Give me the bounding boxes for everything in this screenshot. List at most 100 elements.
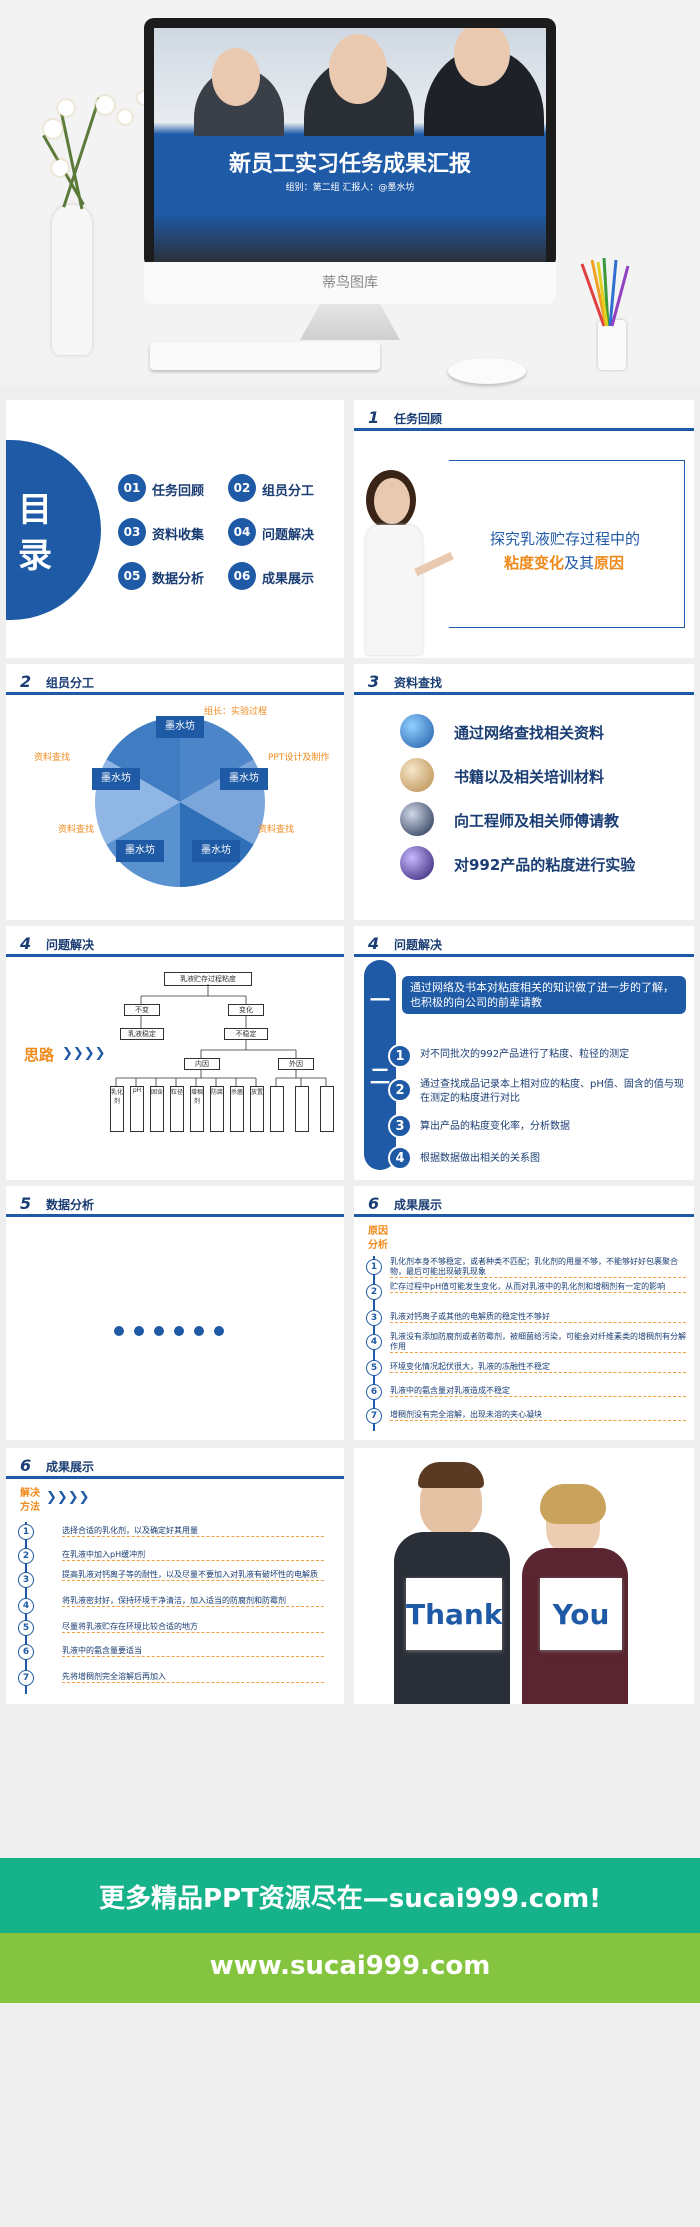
slide-title: 资料查找 [394,676,443,690]
cause-item: 增稠剂没有完全溶解，出现未溶的夹心凝块 [390,1410,686,1421]
title-rule [6,692,344,695]
solution-item: 将乳液密封好，保持环境干净清洁，加入适当的防腐剂和防霉剂 [62,1596,324,1607]
toc-num-badge: 03 [118,518,146,546]
promo-text: 更多精品PPT资源尽在—sucai999.com! [98,1884,602,1914]
step-major-label: 二 [370,1064,390,1088]
promo-url[interactable]: www.sucai999.com [209,1951,491,1981]
role-label: 资料查找 [34,753,71,763]
toc-item-label: 任务回顾 [152,484,205,499]
solution-item: 先将增稠剂完全溶解后再加入 [62,1672,324,1683]
slide-thank-you: Thank You [354,1448,694,1704]
list-number: 3 [366,1310,382,1326]
slide-team-roles: 2 组员分工 墨水坊 墨水坊 墨水坊 墨水坊 墨水坊 组长：实验过程 PPT设计… [6,664,344,920]
step-number: 4 [388,1146,412,1170]
engineer-icon [400,802,434,836]
list-number: 5 [18,1620,34,1636]
cause-item: 乳液对钙离子或其他的电解质的稳定性不够好 [390,1312,686,1323]
step-number: 2 [388,1078,412,1102]
tree-node: 内因 [184,1058,220,1070]
monitor-stand [300,304,400,340]
task-line1: 探究乳液贮存过程中的 [490,530,641,548]
you-word: You [552,1598,610,1631]
slide-number: 6 [368,1194,380,1213]
slide-title: 问题解决 [394,938,443,952]
slide-title: 成果展示 [394,1198,443,1212]
list-number: 2 [366,1284,382,1300]
slide-title: 组员分工 [46,676,95,690]
flower-icon [58,100,74,116]
toc-item-label: 成果展示 [262,572,315,587]
promo-banner-bottom[interactable] [0,1933,700,2003]
monitor-brand: 蒂鸟图库 [322,275,378,291]
toc-item-label: 资料收集 [152,528,205,543]
person-photo [212,48,260,106]
pie-slice [106,717,180,802]
section-tag: 分析 [368,1240,388,1251]
list-number: 7 [18,1670,34,1686]
list-number: 6 [18,1644,34,1660]
member-box: 墨水坊 [116,840,164,862]
member-box: 墨水坊 [220,768,268,790]
title-rule [354,692,694,695]
slide-data-analysis: 5 数据分析 [6,1186,344,1440]
list-number: 5 [366,1360,382,1376]
slide-title: 成果展示 [46,1460,95,1474]
slide-number: 3 [368,672,380,691]
internet-icon [400,714,434,748]
slide-problem-tree: 4 问题解决 思路 ❯❯❯❯ 乳液贮存过程粘度 不变 变化 乳液稳定 不稳定 内… [6,926,344,1180]
books-icon [400,758,434,792]
cause-item: 乳液没有添加防腐剂或者防霉剂，被细菌给污染，可能会对纤维素类的增稠剂有分解作用 [390,1332,686,1353]
list-number: 4 [366,1334,382,1350]
thank-sign [406,1578,502,1650]
role-pie-chart [95,717,265,887]
flower-icon [96,96,114,114]
chevrons-icon: ❯❯❯❯ [62,1046,106,1061]
woman-hair [540,1484,606,1524]
slide-solutions: 6 成果展示 解决 方法 ❯❯❯❯ 1 选择合适的乳化剂，以及确定好其用量 2 … [6,1448,344,1704]
tree-leaf [270,1086,284,1132]
tree-leaf: 固含 [150,1086,164,1132]
monitor-screen: 新员工实习任务成果汇报 组别：第二组 汇报人：@墨水坊 [154,28,546,264]
step-text: 通过查找成品记录本上相对应的粘度、pH值、固含的值与现在测定的粘度进行对比 [420,1079,684,1104]
member-box: 墨水坊 [92,768,140,790]
promo-banner-top[interactable] [0,1858,700,1933]
toc-item-label: 数据分析 [152,572,205,587]
vase-image [52,205,92,355]
step-text: 根据数据做出相关的关系图 [420,1153,540,1164]
list-number: 1 [366,1259,382,1275]
toc-num-badge: 04 [228,518,256,546]
monitor-chin [144,262,556,304]
task-line2: 粘度变化及其原因 [504,552,624,573]
tree-node: 不变 [124,1004,160,1016]
task-connector: 及其 [564,554,595,572]
man-hair [418,1462,484,1488]
tree-node: 变化 [228,1004,264,1016]
keyboard-image [150,342,380,370]
toc-num-badge: 02 [228,474,256,502]
title-rule [6,954,344,957]
step-text: 算出产品的粘度变化率，分析数据 [420,1121,570,1132]
loading-dot [154,1326,164,1336]
tree-node: 不稳定 [224,1028,268,1040]
flower-icon [52,160,68,176]
step-summary-box: 通过网络及书本对粘度相关的知识做了进一步的了解，也积极的向公司的前辈请教 [402,976,686,1014]
slide-number: 2 [20,672,32,691]
slide-problem-steps: 4 问题解决 一 通过网络及书本对粘度相关的知识做了进一步的了解，也积极的向公司… [354,926,694,1180]
mouse-image [448,358,526,384]
slide-research: 3 资料查找 通过网络查找相关资料 书籍以及相关培训材料 向工程师及相关师傅请教… [354,664,694,920]
pencils-icon [580,258,630,327]
cause-item: 乳液中的氨含量对乳液造成不稳定 [390,1386,686,1397]
tree-root: 乳液贮存过程粘度 [164,972,252,986]
step-text: 对不同批次的992产品进行了粘度、粒径的测定 [420,1049,630,1060]
slide-number: 6 [20,1456,32,1475]
toc-slide: 目 录 01 任务回顾 02 组员分工 03 资料收集 04 问题解决 05 数… [6,400,344,658]
callout-box [449,460,685,628]
member-box: 墨水坊 [192,840,240,862]
tree-leaf: 增稠剂 [190,1086,204,1132]
list-number: 7 [366,1408,382,1424]
tree-leaf: 杀菌 [230,1086,244,1132]
section-tag: 原因 [368,1226,388,1237]
toc-item-label: 组员分工 [262,484,315,499]
presentation-subtitle: 组别：第二组 汇报人：@墨水坊 [285,183,415,193]
